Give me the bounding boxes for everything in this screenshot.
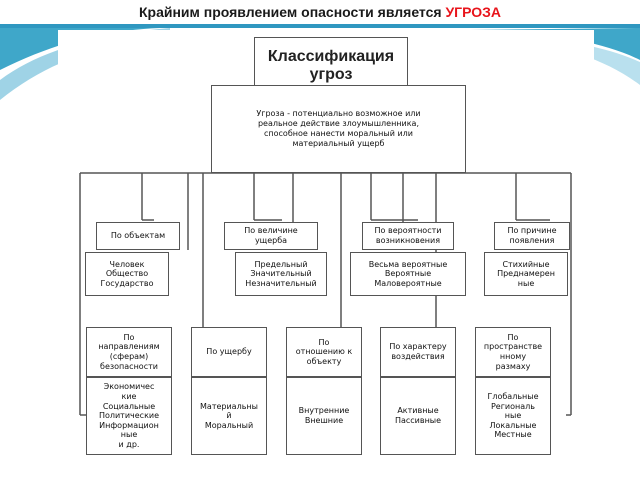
category-by-probability: По вероятности возникновения [362,222,454,250]
values-by-cause: Стихийные Преднамерен ные [484,252,568,296]
category-by-damage-size: По величине ущерба [224,222,318,250]
values-by-probability: Весьма вероятные Вероятные Маловероятные [350,252,466,296]
values-by-impact-nature: Активные Пассивные [380,377,456,455]
values-by-damage: Материальны й Моральный [191,377,267,455]
threat-definition-box: Угроза - потенциально возможное или реал… [211,85,466,173]
category-by-cause: По причине появления [494,222,570,250]
values-by-damage-size: Предельный Значительный Незначительный [235,252,327,296]
category-by-objects: По объектам [96,222,180,250]
category-by-impact-nature: По характеру воздействия [380,327,456,377]
slide-heading: Крайним проявлением опасности является У… [0,4,640,20]
category-by-security-sphere: По направлениям (сферам) безопасности [86,327,172,377]
category-by-damage: По ущербу [191,327,267,377]
heading-highlight: УГРОЗА [445,4,502,20]
values-by-relation-to-object: Внутренние Внешние [286,377,362,455]
heading-text: Крайним проявлением опасности является [138,4,446,20]
values-by-objects: Человек Общество Государство [85,252,169,296]
category-by-relation-to-object: По отношению к объекту [286,327,362,377]
values-by-spatial-scale: Глобальные Региональ ные Локальные Местн… [475,377,551,455]
category-by-spatial-scale: По пространстве нному размаху [475,327,551,377]
values-by-security-sphere: Экономичес кие Социальные Политические И… [86,377,172,455]
connector-lines [79,37,572,416]
threat-classification-diagram: Классификация угроз Угроза - потенциальн… [58,30,594,470]
